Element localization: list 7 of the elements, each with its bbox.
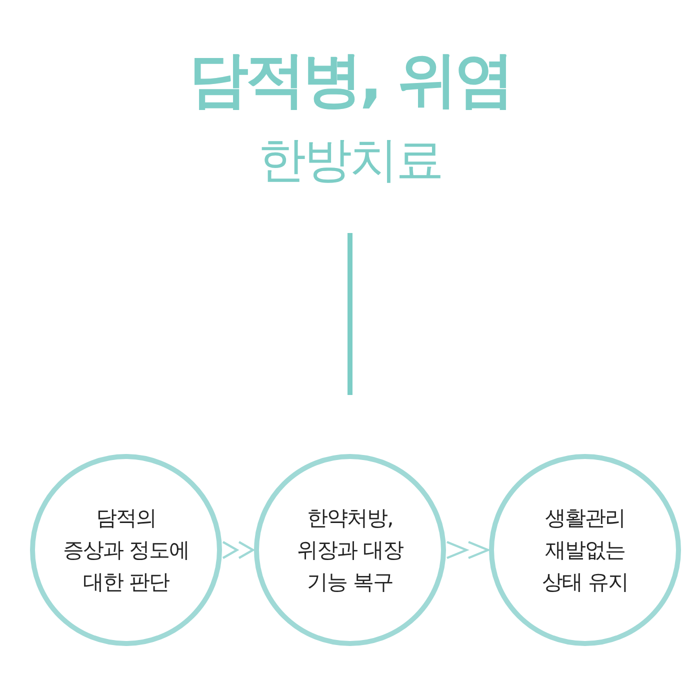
step-text: 담적의 증상과 정도에 대한 판단: [63, 505, 189, 596]
title: 담적병, 위염: [188, 50, 512, 110]
step-text: 생활관리 재발없는 상태 유지: [542, 505, 628, 596]
chevron-arrow: [446, 540, 491, 560]
step-text: 한약처방, 위장과 대장 기능 복구: [297, 505, 403, 596]
subtitle: 한방치료: [257, 136, 443, 184]
chevron-arrow: [222, 540, 256, 560]
